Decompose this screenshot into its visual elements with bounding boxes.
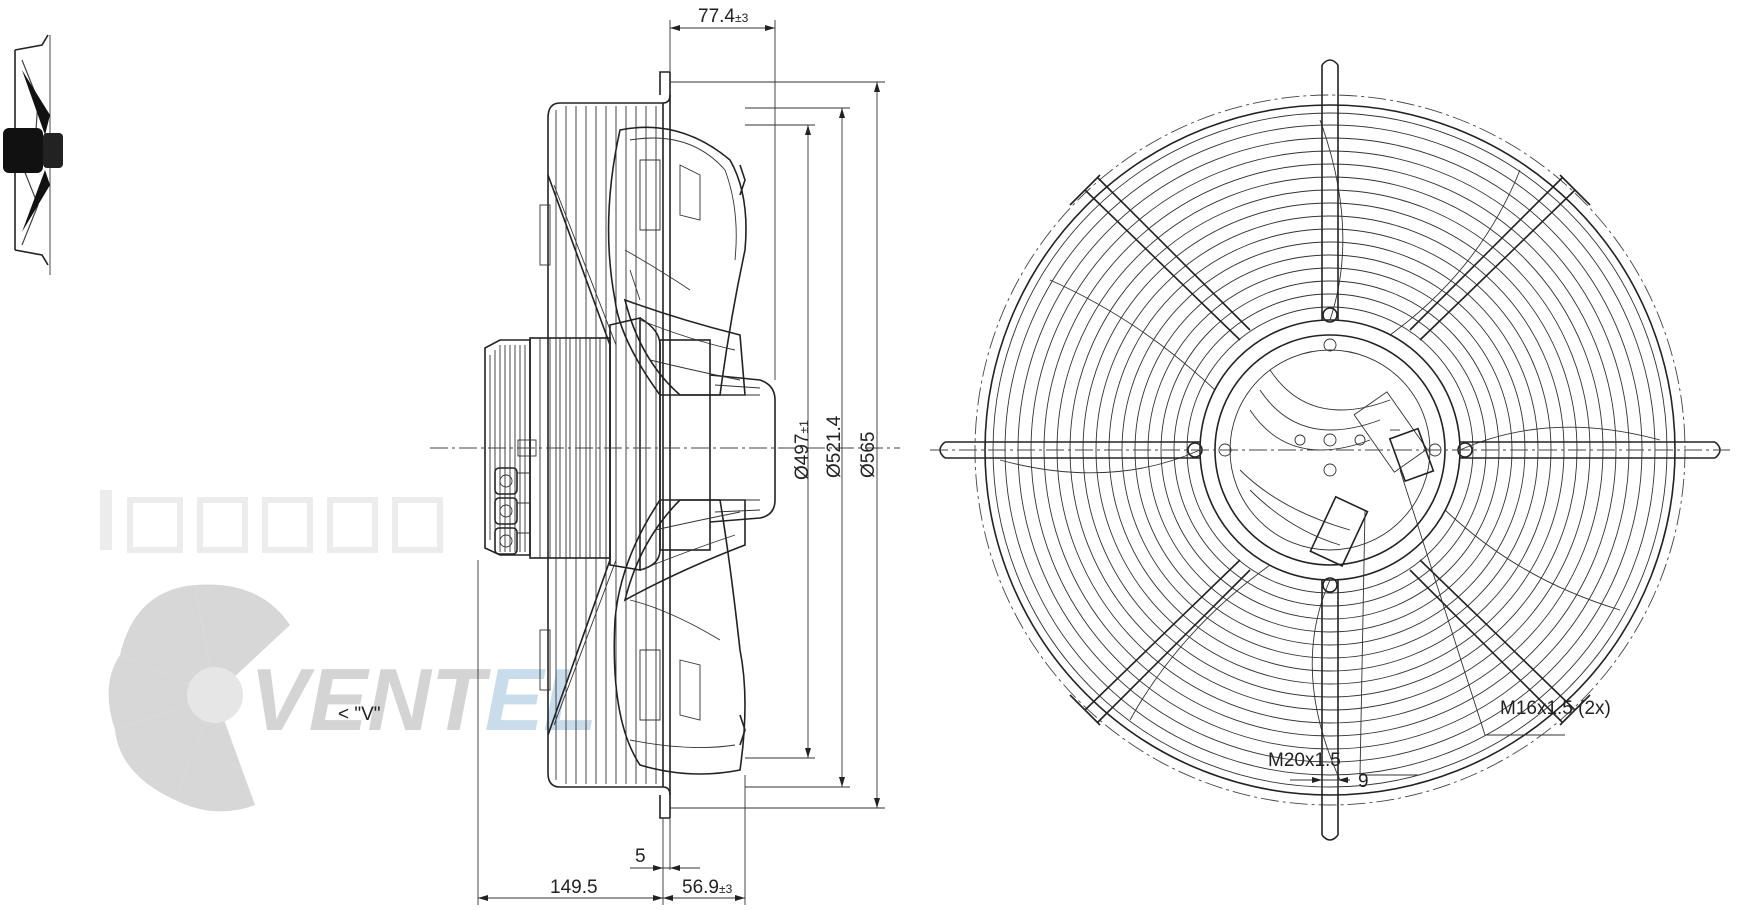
m16-label: M16x1.5 (2x) [1500,698,1611,719]
dim-149-label: 149.5 [550,877,598,898]
motor [484,316,776,571]
cable-glands [494,467,530,555]
side-view: 77.4±3 Ø497±1 Ø521.4 Ø565 5 149.5 56.9±3… [338,6,900,905]
guard-grille [539,102,657,788]
watermark-fan-icon [108,584,290,812]
watermark-faint-text [100,490,443,553]
dim-565-label: Ø565 [858,432,879,478]
dim-497-label: Ø497±1 [792,420,813,480]
front-leaders [1290,429,1565,790]
watermark-brand: VENTEL [250,650,597,749]
dim-77-label: 77.4±3 [698,6,749,27]
dim-521-label: Ø521.4 [824,415,845,478]
dim-9-label: 9 [1358,771,1369,792]
watermark: VENTEL [100,490,597,812]
m20-label: M20x1.5 [1268,750,1341,771]
front-view: 9 M16x1.5 (2x) M20x1.5 [930,59,1730,841]
view-marker: < "V" [338,704,381,725]
fan-thumbnail-icon [3,34,63,275]
mounting-flange [560,71,671,104]
dim-56-label: 56.9±3 [682,877,733,898]
impeller-blades [607,126,760,775]
dim-5-label: 5 [635,846,646,867]
side-dimensions [477,20,885,905]
